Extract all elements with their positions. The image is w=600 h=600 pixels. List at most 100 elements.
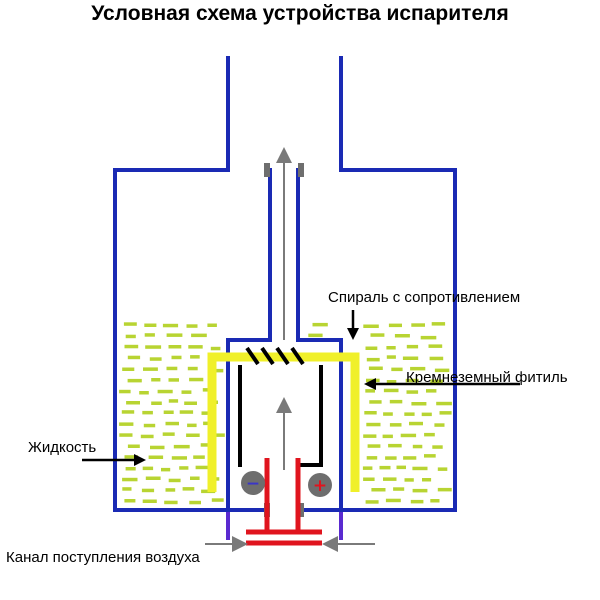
liquid-dash <box>171 355 182 360</box>
liquid-dash <box>207 323 217 327</box>
liquid-dash <box>157 389 173 394</box>
liquid-dash <box>166 333 183 337</box>
liquid-dash <box>410 366 426 371</box>
liquid-dash <box>412 488 428 493</box>
liquid-dash <box>412 444 423 449</box>
liquid-dash <box>367 444 381 448</box>
liquid-dash <box>437 467 448 471</box>
air-inlet-pins <box>226 512 343 540</box>
liquid-dash <box>186 433 200 437</box>
liquid-dash <box>127 378 142 383</box>
liquid-dash <box>389 423 402 427</box>
liquid-dash <box>363 477 375 481</box>
liquid-dash <box>179 466 189 470</box>
liquid-dash <box>388 443 402 448</box>
liquid-dash <box>405 378 419 383</box>
label-pointers <box>82 310 520 466</box>
liquid-dash <box>424 454 436 458</box>
liquid-dash <box>420 335 437 340</box>
liquid-dash <box>406 344 419 349</box>
liquid-dash <box>189 500 201 505</box>
liquid-dash <box>187 423 197 428</box>
liquid-dash <box>122 487 132 491</box>
liquid-dash <box>428 344 443 348</box>
liquid-dash <box>122 367 135 371</box>
liquid-dash <box>179 410 194 414</box>
liquid-dash <box>406 390 419 394</box>
liquid-dash <box>195 465 210 470</box>
liquid-dash <box>429 356 444 361</box>
liquid-dash <box>168 345 182 349</box>
liquid-dash <box>404 478 414 482</box>
liquid-dash <box>168 378 179 382</box>
liquid-dash <box>168 399 179 403</box>
liquid-dash <box>382 434 393 439</box>
liquid-dash <box>193 455 205 459</box>
liquid-dash <box>426 389 437 393</box>
liquid-dash <box>421 412 432 417</box>
liquid-dash <box>145 476 161 480</box>
liquid-dash <box>162 323 179 328</box>
liquid-dash <box>211 433 225 437</box>
liquid-dash <box>410 499 424 504</box>
liquid-dash <box>363 324 379 328</box>
liquid-dash <box>142 499 157 503</box>
diagram-title: Условная схема устройства испарителя <box>91 2 509 25</box>
liquid-dash <box>200 443 213 447</box>
liquid-dash <box>386 346 396 350</box>
airflow-arrows <box>205 147 375 552</box>
liquid-dash <box>142 410 153 415</box>
liquid-dash <box>386 380 397 384</box>
liquid-dash <box>394 334 410 338</box>
liquid-dash <box>368 366 383 370</box>
liquid-dash <box>127 355 141 360</box>
liquid-dash <box>400 433 417 438</box>
liquid-dash <box>189 377 204 382</box>
liquid-dash <box>412 466 428 471</box>
liquid-dash <box>187 366 198 371</box>
svg-text:−: − <box>246 474 260 494</box>
liquid-dash <box>365 500 379 504</box>
liquid-dash <box>379 465 391 470</box>
liquid-dash <box>181 390 192 394</box>
air-channel-label: Канал поступления воздуха <box>6 549 200 566</box>
liquid-dash <box>411 323 425 327</box>
liquid-dash <box>385 498 401 503</box>
liquid-dash <box>124 455 139 459</box>
liquid-dash <box>182 487 195 491</box>
positive-terminal: + <box>308 473 332 497</box>
liquid-dash <box>383 388 399 393</box>
liquid-dash <box>365 389 375 393</box>
liquid-dash <box>389 399 403 404</box>
liquid-dash <box>386 355 396 359</box>
liquid-dash <box>127 444 140 448</box>
coil-label: Спираль с сопротивлением <box>328 289 520 306</box>
coil-wires <box>238 365 323 467</box>
liquid-dash <box>369 400 382 404</box>
liquid-dash <box>385 456 397 460</box>
liquid-dash <box>143 367 158 371</box>
liquid-dash <box>432 445 443 449</box>
liquid-dash <box>388 323 402 328</box>
liquid-dash <box>173 444 190 449</box>
resistance-coil <box>245 346 305 366</box>
liquid-dash <box>121 410 135 414</box>
liquid-dash <box>124 499 136 503</box>
svg-text:+: + <box>313 476 327 496</box>
liquid-dash <box>366 357 380 362</box>
liquid-dash <box>124 344 139 349</box>
liquid-dash <box>365 346 378 350</box>
liquid-dash <box>165 488 176 492</box>
liquid-dash <box>308 333 323 338</box>
liquid-dash <box>362 466 373 470</box>
tank-body <box>113 56 457 512</box>
liquid-dash <box>188 345 203 349</box>
liquid-dash <box>430 379 443 383</box>
liquid-dash <box>164 500 178 505</box>
liquid-dash <box>142 466 154 471</box>
liquid-dash <box>163 410 174 414</box>
liquid-dash <box>431 322 446 326</box>
liquid-dash <box>363 434 377 438</box>
liquid-label: Жидкость <box>28 439 96 456</box>
